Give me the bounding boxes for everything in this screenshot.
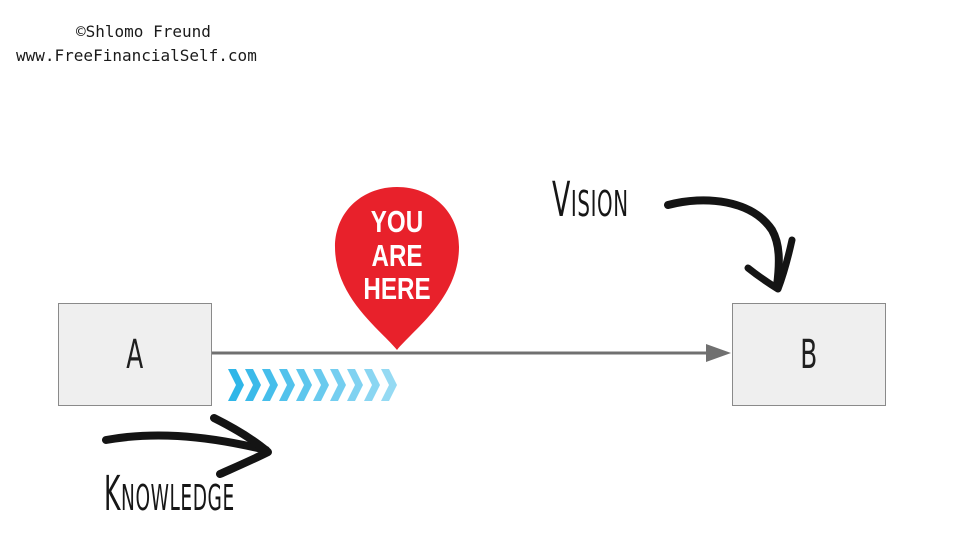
chevron-mark: [381, 369, 397, 401]
chevron-progress-icon: [228, 369, 397, 401]
end-node-label: B: [800, 331, 818, 378]
chevron-mark: [245, 369, 261, 401]
knowledge-label: KNOWLEDGE: [104, 466, 235, 522]
chevron-mark: [228, 369, 244, 401]
pin-text-line-1: YOU: [371, 204, 423, 239]
end-node: B: [732, 303, 886, 406]
pin-text-line-3: HERE: [363, 271, 430, 306]
path-arrowhead-icon: [706, 344, 731, 362]
chevron-mark: [279, 369, 295, 401]
vision-label: VISION: [552, 172, 629, 228]
start-node-label: A: [126, 331, 144, 378]
location-pin-icon: YOU ARE HERE: [335, 187, 459, 350]
chevron-mark: [364, 369, 380, 401]
chevron-mark: [296, 369, 312, 401]
pin-text-line-2: ARE: [371, 238, 422, 273]
website-credit: www.FreeFinancialSelf.com: [16, 46, 257, 65]
chevron-mark: [313, 369, 329, 401]
start-node: A: [58, 303, 212, 406]
copyright-credit: ©Shlomo Freund: [76, 22, 211, 41]
chevron-mark: [330, 369, 346, 401]
vision-curved-arrow-icon: [664, 196, 796, 293]
knowledge-curved-arrow-icon: [102, 414, 272, 478]
chevron-mark: [347, 369, 363, 401]
chevron-mark: [262, 369, 278, 401]
